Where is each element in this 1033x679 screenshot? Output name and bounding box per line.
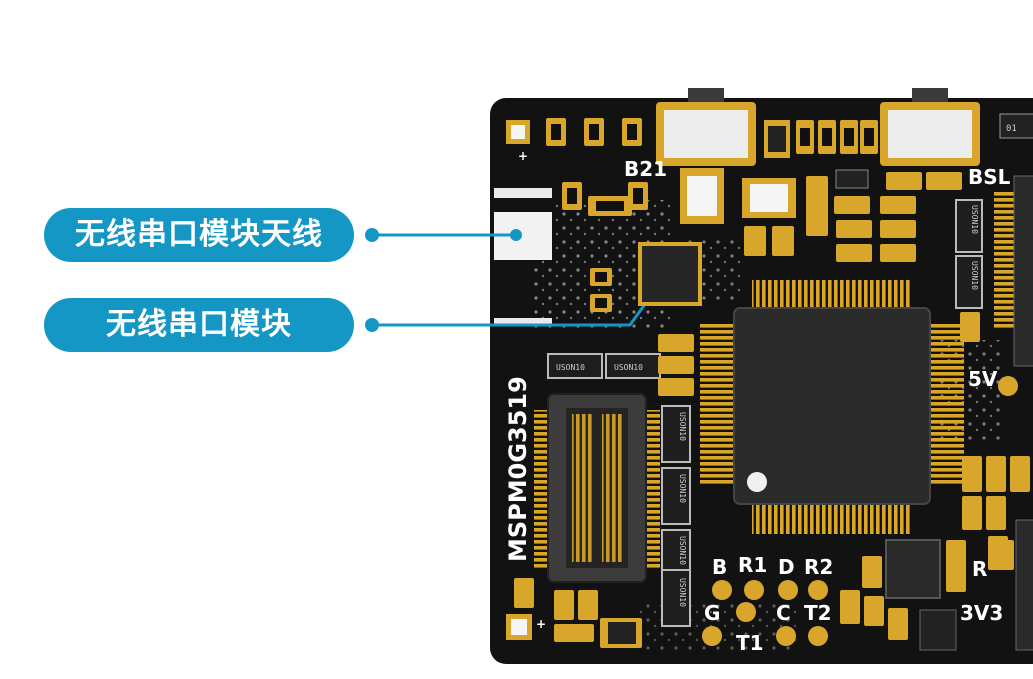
svg-text:+: +: [536, 617, 546, 631]
svg-text:01: 01: [1006, 124, 1017, 134]
svg-text:R2: R2: [804, 555, 833, 579]
svg-text:USON10: USON10: [614, 363, 643, 372]
svg-text:USON10: USON10: [678, 536, 687, 565]
svg-text:R1: R1: [738, 553, 767, 577]
wireless-module-chip: [642, 246, 698, 302]
svg-text:USON10: USON10: [556, 363, 585, 372]
svg-text:USON10: USON10: [678, 578, 687, 607]
svg-text:R: R: [972, 557, 987, 581]
svg-text:USON10: USON10: [970, 261, 979, 290]
svg-text:B: B: [712, 555, 727, 579]
svg-text:G: G: [704, 601, 720, 625]
svg-text:USON10: USON10: [970, 205, 979, 234]
svg-text:BSL: BSL: [968, 165, 1011, 189]
svg-text:USON10: USON10: [678, 412, 687, 441]
svg-text:3V3: 3V3: [960, 601, 1003, 625]
svg-text:D: D: [778, 555, 795, 579]
svg-text:T1: T1: [736, 631, 764, 655]
board-model-label: MSPM0G3519: [504, 376, 532, 562]
svg-text:5V: 5V: [968, 367, 998, 391]
svg-text:+: +: [518, 149, 528, 163]
antenna-callout: 无线串口模块天线: [44, 208, 354, 262]
mcu-chip: [733, 307, 931, 505]
module-callout: 无线串口模块: [44, 298, 354, 352]
svg-text:C: C: [776, 601, 791, 625]
svg-text:USON10: USON10: [678, 474, 687, 503]
svg-text:B21: B21: [624, 157, 667, 181]
svg-text:T2: T2: [804, 601, 832, 625]
